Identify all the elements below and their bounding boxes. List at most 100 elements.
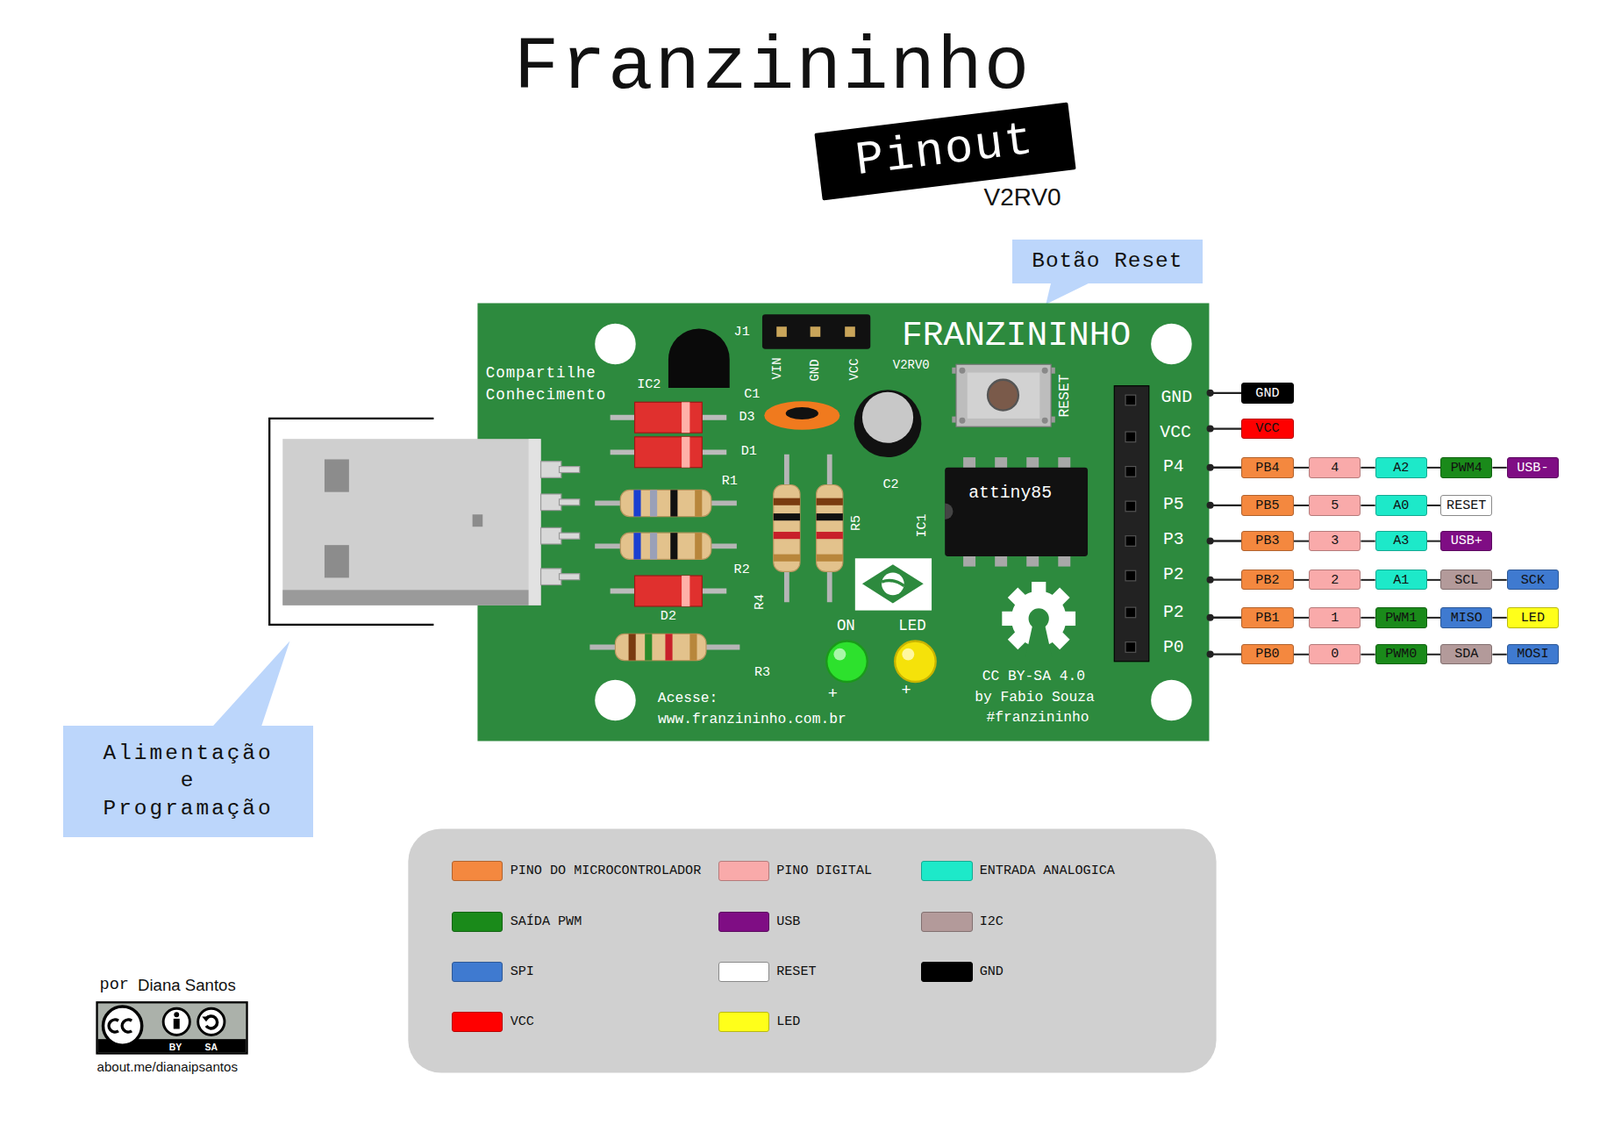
pin-name: GND: [807, 359, 822, 382]
resistor-symbol: [670, 532, 678, 559]
pin-tag: PWM0: [1375, 643, 1428, 665]
part-name: RESET: [1057, 374, 1074, 418]
legend-text: SPI: [510, 963, 535, 979]
female-header: [1125, 500, 1136, 512]
transistor-symbol: [668, 328, 730, 388]
callout-box: Botão Reset: [1012, 239, 1202, 284]
pin-wire: [1360, 653, 1375, 656]
diode-symbol: [681, 575, 690, 607]
reset-button: [951, 364, 1055, 427]
resistor-symbol: [816, 498, 843, 506]
legend-swatch: [718, 1011, 770, 1032]
diode-symbol: [635, 401, 703, 433]
pin-header-j1: [762, 314, 871, 350]
resistor-symbol: [670, 489, 678, 516]
usb-pin: [541, 568, 562, 586]
polarity-mark: +: [900, 681, 911, 700]
pin-wire: [1293, 616, 1309, 619]
part-name: C2: [882, 477, 899, 493]
attiny85-chip: [944, 502, 953, 520]
author-link: about.me/dianaipsantos: [97, 1058, 238, 1074]
pin-wire: [1360, 616, 1375, 619]
pcb-board: [477, 302, 1209, 741]
diode-symbol: [610, 401, 728, 607]
part-name: R2: [734, 563, 750, 579]
resistor-symbol: [773, 513, 800, 521]
header-pin-name: P2: [1163, 564, 1185, 586]
led-symbol: [833, 648, 846, 661]
license-term: BY: [169, 1041, 183, 1052]
callout-pointer: [212, 640, 290, 727]
legend-swatch: [921, 961, 972, 982]
pin-tag: MOSI: [1507, 643, 1559, 665]
usb-pin: [558, 499, 579, 506]
part-name: C1: [743, 386, 760, 402]
header-pin-name: P0: [1163, 636, 1185, 658]
pin-tag-text: MOSI: [1516, 646, 1549, 662]
pin-leader: [1207, 614, 1214, 621]
led-symbol: [826, 640, 936, 682]
pin-tag: SCK: [1507, 569, 1559, 590]
pin-tag: PB2: [1241, 569, 1293, 590]
legend-text: PINO DIGITAL: [776, 862, 872, 879]
pin-tag: PB1: [1241, 607, 1293, 628]
capacitor-symbol: [764, 400, 840, 430]
pin-tag: LED: [1507, 607, 1559, 628]
pin-leader: [1207, 651, 1214, 658]
legend-swatch: [451, 860, 503, 881]
pin-tag-text: RESET: [1446, 498, 1486, 514]
legend-swatch: [718, 911, 770, 932]
female-header: [1125, 466, 1136, 478]
part-name: ON: [836, 616, 856, 635]
pin-wire: [1492, 466, 1507, 469]
pin-tag: PB5: [1241, 494, 1293, 515]
usb-pin: [541, 527, 562, 544]
led-symbol: [826, 640, 868, 682]
oshw-logo: [1001, 581, 1076, 658]
pin-wire: [1492, 616, 1507, 619]
header-pin-name: VCC: [1159, 422, 1192, 443]
pin-wire: [1293, 653, 1309, 656]
pin-tag-text: SCL: [1454, 572, 1479, 588]
led-symbol: [901, 648, 915, 661]
board-note: #franzininho: [985, 708, 1089, 726]
part-name: J1: [734, 325, 750, 341]
pin-tag-text: VCC: [1255, 421, 1279, 436]
female-header: [1125, 394, 1136, 406]
pin-tag: RESET: [1440, 494, 1493, 515]
pin-tag-text: PWM1: [1385, 610, 1417, 626]
usb-pin: [541, 461, 562, 479]
pin-tag-text: 2: [1330, 572, 1339, 588]
pin-tag: 4: [1308, 457, 1361, 478]
pin-tag-text: USB-: [1516, 460, 1549, 476]
pin-tag: VCC: [1241, 418, 1293, 439]
diode-symbol: [681, 401, 690, 433]
cc-license-badge: [173, 1011, 179, 1017]
resistor-symbol: [650, 489, 658, 516]
female-header: [1114, 385, 1150, 662]
transistor-symbol: [668, 328, 730, 388]
pin-tag: USB+: [1440, 530, 1493, 551]
legend-swatch: [451, 1011, 503, 1032]
part-name: IC2: [636, 377, 661, 393]
pin-tag-text: PWM4: [1450, 460, 1483, 476]
chip-name: attiny85: [968, 482, 1052, 503]
page-title: Franzininho: [514, 25, 1032, 109]
resistor-symbol: [694, 489, 702, 516]
resistor-symbol: [816, 513, 843, 521]
pin-tag: 1: [1308, 607, 1361, 628]
legend-text: ENTRADA ANALOGICA: [979, 862, 1115, 879]
pin-tag: A1: [1375, 569, 1428, 590]
resistor-symbol: [620, 532, 712, 559]
pin-wire: [1492, 578, 1507, 581]
part-name: R1: [721, 473, 738, 489]
title-badge-text: Pinout: [852, 114, 1037, 187]
pin-tag-text: A0: [1392, 498, 1409, 514]
usb-plug: [269, 418, 541, 625]
pin-tag-text: PB5: [1255, 498, 1279, 514]
oshw-logo: [1061, 611, 1076, 626]
capacitor-symbol: [785, 407, 819, 420]
pin-leader: [1207, 502, 1214, 508]
